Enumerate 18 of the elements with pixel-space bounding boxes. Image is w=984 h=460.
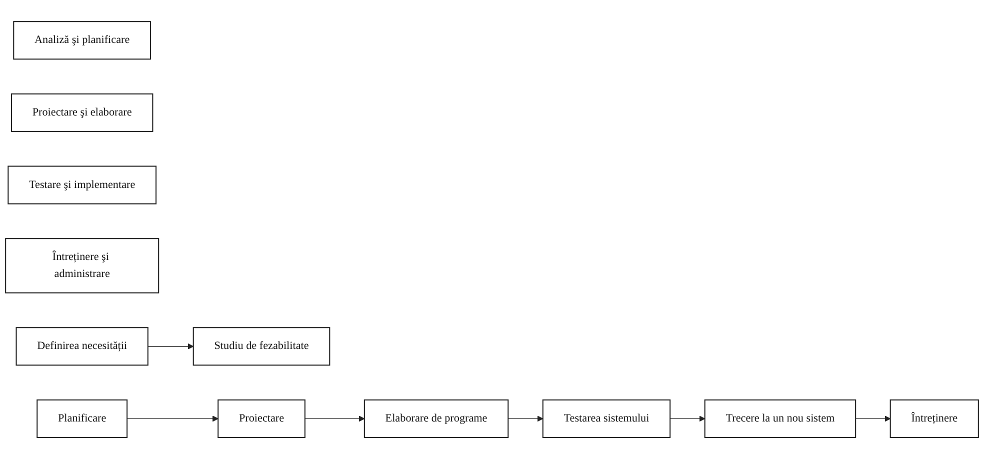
- node-box: Planificare: [36, 400, 128, 438]
- arrow: [855, 416, 891, 422]
- node-box: Elaborare de programe: [364, 400, 509, 438]
- node-box: Analiză şi planificare: [13, 22, 152, 60]
- arrow: [148, 344, 194, 350]
- arrow: [508, 416, 544, 422]
- arrow: [126, 416, 218, 422]
- arrow: [670, 416, 706, 422]
- node-box: Testare şi implementare: [8, 166, 157, 205]
- node-box: Testarea sistemului: [542, 400, 671, 438]
- node-box: Definirea necesității: [16, 328, 148, 366]
- node-box: Întreținere: [890, 400, 979, 438]
- node-box: Proiectare şi elaborare: [10, 94, 154, 132]
- node-box: Studiu de fezabilitate: [192, 328, 330, 366]
- node-box: Proiectare: [218, 400, 306, 438]
- arrow: [304, 416, 365, 422]
- node-box: Întreținere şi administrare: [5, 238, 160, 294]
- node-box: Trecere la un nou sistem: [704, 400, 856, 438]
